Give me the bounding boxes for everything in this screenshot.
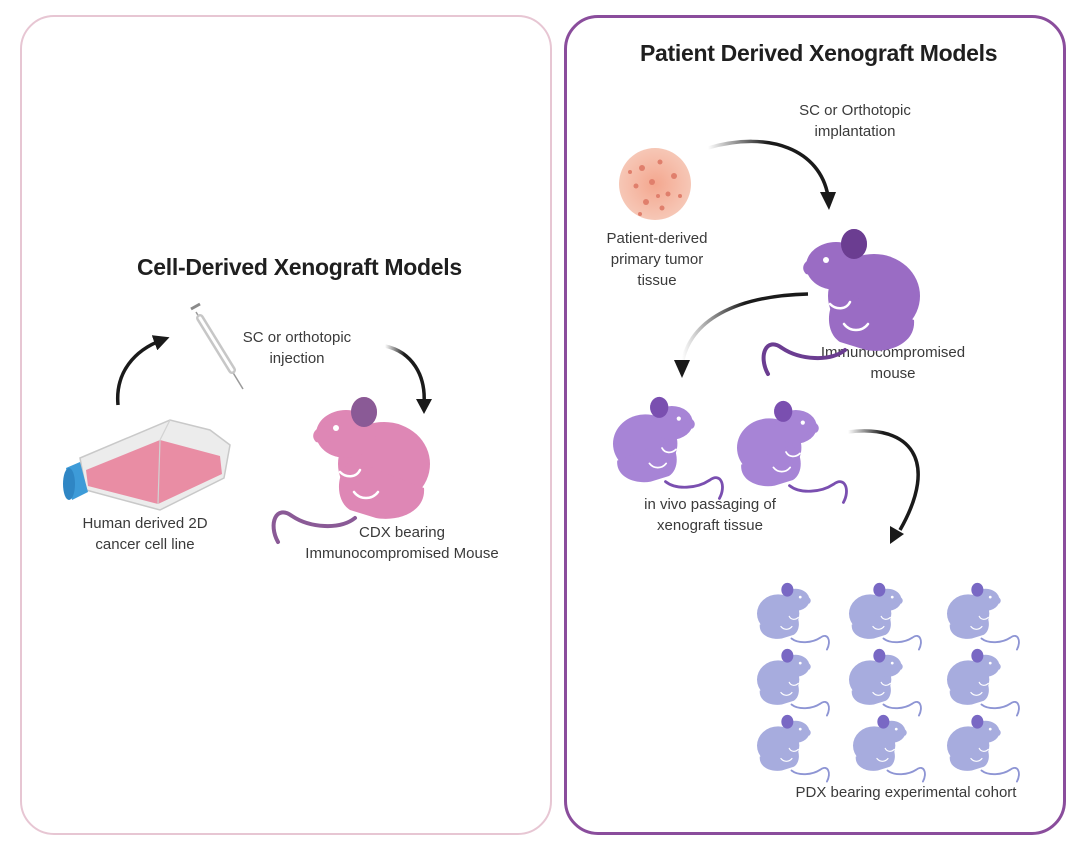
arrow-icon <box>116 335 170 406</box>
cohort-grid <box>756 581 1020 783</box>
cdx-title: Cell-Derived Xenograft Models <box>137 254 462 280</box>
arrow-icon <box>680 292 809 365</box>
cdx-panel <box>20 15 552 835</box>
syringe-icon <box>190 302 244 390</box>
pdx-cohort-label: PDX bearing experimental cohort <box>795 784 1017 801</box>
cell-culture-flask-icon <box>63 419 231 511</box>
passage-mouse-1-icon <box>611 395 724 500</box>
passage-mouse-2-icon <box>735 399 848 504</box>
arrow-icon <box>847 429 920 531</box>
pdx-panel <box>564 15 1066 835</box>
pdx-title: Patient Derived Xenograft Models <box>640 40 998 66</box>
arrow-icon <box>707 139 830 197</box>
cdx-mouse-icon <box>271 395 432 544</box>
tumor-tissue-icon <box>619 148 691 220</box>
pdx-mouse-icon <box>761 227 922 376</box>
arrow-icon <box>384 344 426 405</box>
